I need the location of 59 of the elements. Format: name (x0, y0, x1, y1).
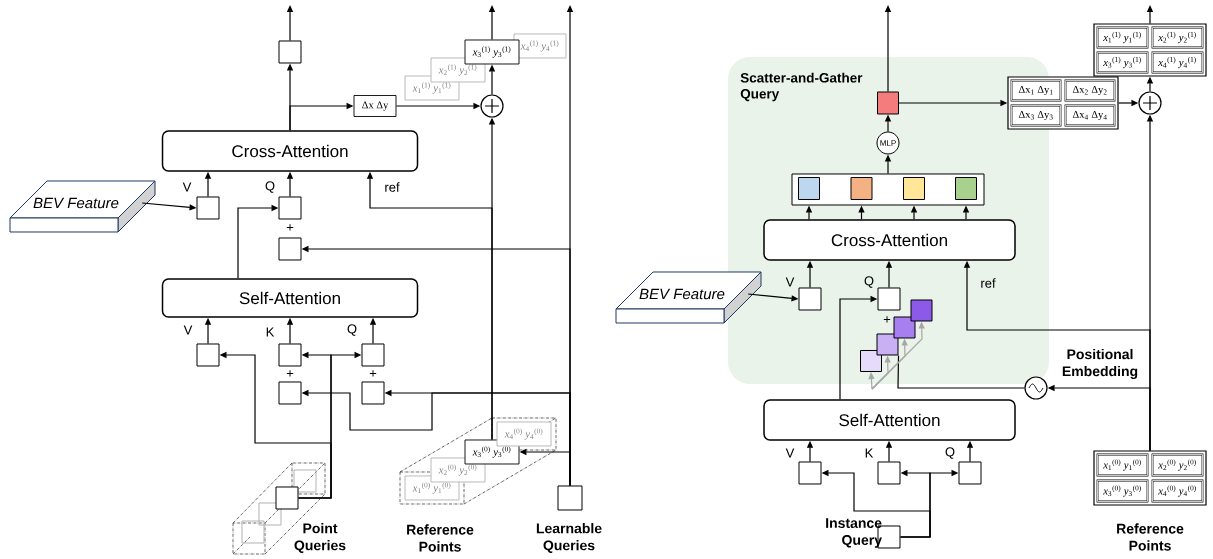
attention-block: Cross-Attention (763, 219, 1016, 261)
port-label: + (883, 316, 891, 323)
port-label: Q (864, 276, 874, 288)
attention-block: Self-Attention (161, 278, 419, 318)
attention-block: Self-Attention (763, 399, 1016, 441)
feature-square (958, 461, 982, 485)
port-label: Q (945, 447, 955, 459)
arrow (868, 372, 875, 390)
attention-block: Cross-Attention (161, 130, 419, 172)
node-label: Reference Points (407, 524, 474, 552)
feature-square (278, 40, 302, 64)
color-square (955, 177, 977, 200)
embedding-square (910, 299, 933, 322)
node-label: Reference Points (1117, 523, 1184, 551)
port-label: K (865, 448, 874, 458)
port-label: ref (981, 278, 996, 288)
port-label: V (785, 277, 795, 287)
feature-square (877, 461, 901, 485)
feature-square (278, 381, 302, 405)
embedding-square (876, 333, 899, 356)
port-label: V (182, 182, 192, 192)
port-label: Q (265, 181, 275, 193)
feature-square (557, 485, 583, 511)
node-label: Instance Query (826, 518, 882, 548)
feature-square (278, 343, 302, 367)
color-square (798, 177, 820, 200)
feature-map-slab: BEV Feature (615, 271, 762, 324)
feature-square (275, 486, 299, 510)
port-label: V (785, 448, 795, 458)
sine-circle (1024, 376, 1048, 400)
feature-map-slab: BEV Feature (9, 180, 156, 233)
feature-square (361, 381, 385, 405)
offset-table: Δx$_{1}$ Δy$_{1}$ Δx$_{2}$ Δy$_{2}$ Δx$_{3}$ Δy$_{3}$ Δx$_{4}$ Δy$_{4}$ (1007, 76, 1119, 130)
feature-square (278, 237, 302, 261)
connector-line (897, 354, 1025, 389)
color-square (903, 177, 925, 200)
feature-square (196, 343, 220, 367)
port-label: + (369, 370, 377, 377)
plus-circle (480, 94, 504, 118)
embedding-square (860, 350, 882, 372)
feature-square (877, 287, 901, 311)
feature-square (798, 287, 822, 311)
offset-box: Δx Δy (353, 95, 397, 117)
plus-circle (1138, 91, 1162, 115)
port-label: V (183, 325, 193, 335)
feature-square (196, 196, 220, 220)
color-square (850, 177, 873, 200)
port-label: Q (347, 324, 357, 336)
output-square (877, 91, 899, 115)
feature-square (361, 343, 385, 367)
embedding-square (893, 316, 916, 339)
port-label: + (286, 370, 294, 377)
feature-square (798, 461, 822, 485)
port-label: + (286, 224, 294, 231)
node-label: Learnable Queries (536, 523, 602, 553)
node-label: Positional Embedding (1062, 348, 1138, 380)
node-label: Point Queries (294, 523, 346, 553)
port-label: K (266, 327, 275, 337)
feature-square (278, 196, 302, 220)
